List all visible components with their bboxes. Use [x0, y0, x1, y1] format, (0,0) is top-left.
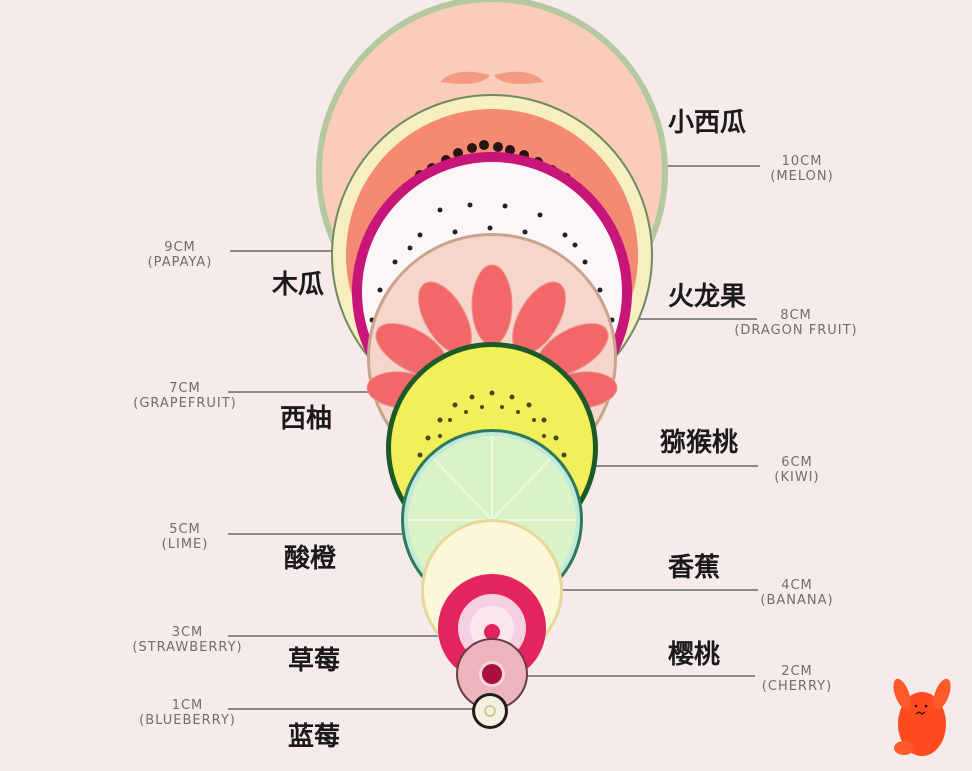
blueberry-zh-label: 蓝莓	[288, 722, 341, 752]
lime-zh-label: 酸橙	[284, 544, 337, 574]
papaya-name: (PAPAYA)	[147, 255, 213, 270]
orange-character-sticker	[893, 678, 951, 756]
banana-size: 4CM	[781, 578, 813, 593]
melon-en-label: 10CM (MELON)	[752, 154, 852, 184]
kiwi-en-label: 6CM (KIWI)	[752, 455, 842, 485]
papaya-zh-label: 木瓜	[272, 270, 325, 300]
strawberry-size: 3CM	[171, 625, 204, 640]
blueberry-slice	[472, 693, 508, 729]
lime-size: 5CM	[169, 522, 201, 537]
strawberry-name: (STRAWBERRY)	[132, 640, 243, 655]
blueberry-name: (BLUEBERRY)	[139, 713, 236, 728]
grapefruit-size: 7CM	[169, 381, 201, 396]
kiwi-size: 6CM	[781, 455, 813, 470]
dragon-fruit-en-label: 8CM (DRAGON FRUIT)	[706, 308, 886, 338]
dragon-fruit-size: 8CM	[780, 308, 812, 323]
blueberry-en-label: 1CM (BLUEBERRY)	[110, 698, 265, 728]
grapefruit-name: (GRAPEFRUIT)	[133, 396, 237, 411]
cherry-slice	[456, 638, 528, 710]
cherry-zh-label: 樱桃	[668, 640, 721, 670]
dragon-fruit-zh-label: 火龙果	[668, 282, 747, 312]
strawberry-zh-label: 草莓	[288, 646, 341, 676]
grapefruit-zh-label: 西柚	[280, 404, 333, 434]
cherry-size: 2CM	[781, 664, 813, 679]
kiwi-name: (KIWI)	[774, 470, 820, 485]
dragon-fruit-name: (DRAGON FRUIT)	[734, 323, 858, 338]
cherry-name: (CHERRY)	[761, 679, 833, 694]
papaya-size: 9CM	[164, 240, 196, 255]
melon-name: (MELON)	[770, 169, 834, 184]
papaya-en-label: 9CM (PAPAYA)	[130, 240, 230, 270]
lime-name: (LIME)	[161, 537, 209, 552]
melon-zh-label: 小西瓜	[668, 108, 747, 138]
leader-lines	[228, 165, 760, 710]
strawberry-en-label: 3CM (STRAWBERRY)	[100, 625, 275, 655]
cherry-en-label: 2CM (CHERRY)	[742, 664, 852, 694]
kiwi-zh-label: 猕猴桃	[660, 428, 739, 458]
melon-size: 10CM	[781, 154, 823, 169]
blueberry-size: 1CM	[171, 698, 204, 713]
lime-en-label: 5CM (LIME)	[140, 522, 230, 552]
banana-en-label: 4CM (BANANA)	[742, 578, 852, 608]
banana-name: (BANANA)	[760, 593, 834, 608]
banana-zh-label: 香蕉	[668, 553, 721, 583]
grapefruit-en-label: 7CM (GRAPEFRUIT)	[110, 381, 260, 411]
